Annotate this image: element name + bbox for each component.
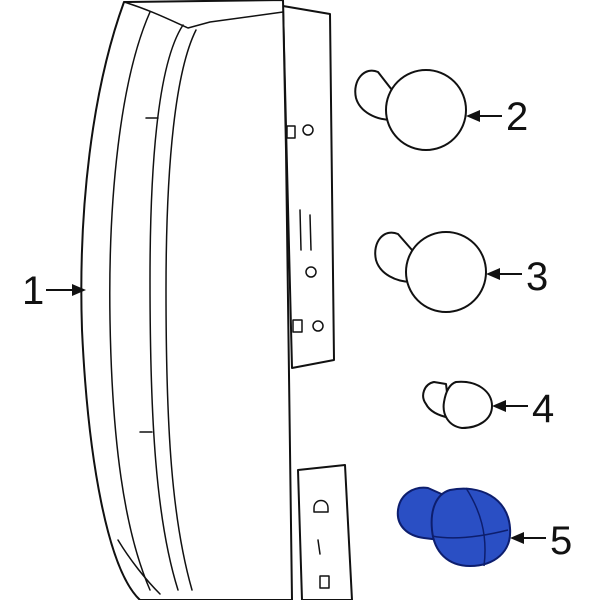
bulb-3-globe: [405, 231, 487, 313]
lamp-bottom-ridge: [117, 539, 161, 595]
bulb-2-globe: [385, 69, 467, 151]
bracket-tab: [286, 125, 296, 139]
part-5-highlighted[interactable]: [396, 486, 512, 567]
bracket-tab: [292, 319, 303, 333]
part-3-bulb[interactable]: [374, 231, 487, 313]
bulb-3-base: [374, 231, 413, 283]
bracket-hole: [302, 124, 314, 136]
part-2-bulb[interactable]: [354, 69, 467, 151]
bracket-slot: [299, 209, 302, 251]
callout-arrow-4: [492, 400, 528, 412]
lamp-lens-outer: [80, 0, 293, 600]
lamp-lens-inner-contour: [109, 11, 151, 591]
lamp-lens-rim-inner: [165, 29, 197, 591]
callout-arrow-5: [510, 532, 546, 544]
callout-label-4: 4: [532, 387, 554, 431]
bracket-slot: [309, 214, 312, 251]
lamp-top-ridge: [123, 1, 284, 29]
bulb-2-base: [354, 69, 393, 121]
callout-label-5: 5: [550, 519, 572, 563]
part-1-lamp-assembly[interactable]: [80, 0, 353, 600]
part-5-seam-vertical: [465, 487, 486, 567]
bracket-tab: [319, 575, 330, 589]
part-5-seam-horizontal: [431, 529, 509, 539]
part-5-body: [430, 487, 512, 567]
mounting-bracket-lower: [297, 464, 353, 600]
bracket-clip: [313, 499, 329, 513]
bracket-hole: [312, 320, 324, 332]
callout-arrow-3: [486, 268, 522, 280]
lamp-lens-rim: [149, 24, 184, 591]
callout-label-3: 3: [526, 255, 548, 299]
mounting-bracket-upper: [282, 5, 335, 369]
bracket-hole: [305, 266, 317, 278]
callout-arrow-1: [46, 284, 86, 296]
part-4-bulb[interactable]: [422, 380, 493, 429]
callout-label-1: 1: [22, 269, 44, 313]
bracket-slot: [317, 539, 321, 555]
callout-label-2: 2: [506, 95, 528, 139]
bulb-4-globe: [442, 380, 493, 429]
callout-arrow-2: [466, 110, 502, 122]
